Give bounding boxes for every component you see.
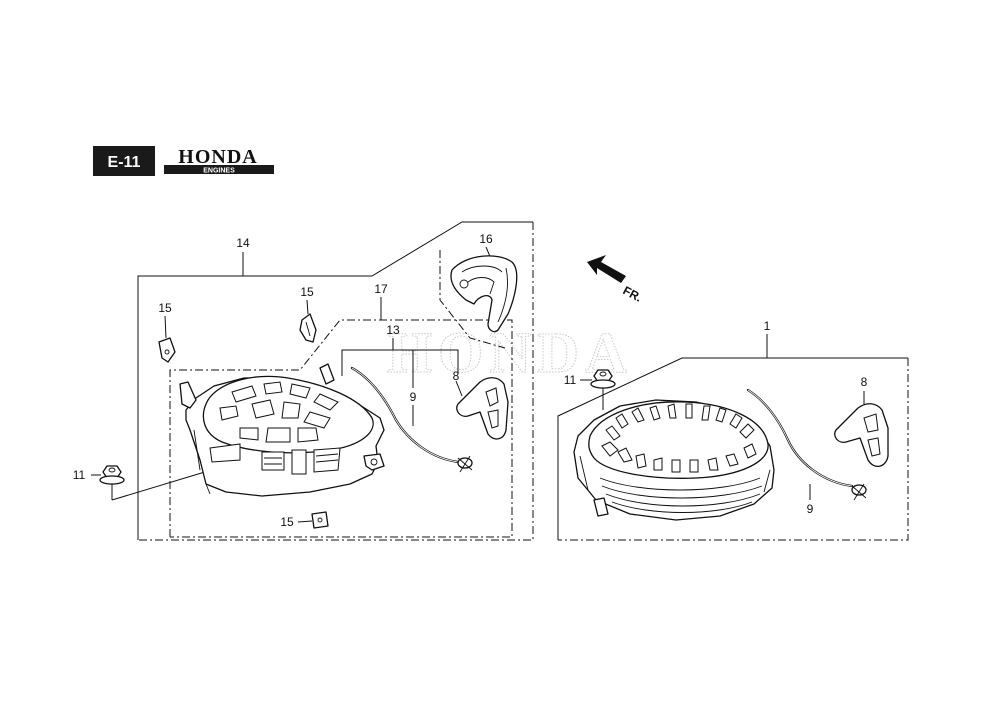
callout-13-bracket — [341, 349, 459, 376]
callout-11-right: 11 — [564, 373, 577, 387]
clip-15-top-left — [158, 337, 176, 363]
brand-sub: ENGINES — [203, 168, 235, 175]
brand-name: HONDA — [178, 146, 257, 168]
starter-grip-8-left — [456, 377, 509, 440]
callout-8-left: 8 — [453, 369, 460, 383]
callout-13: 13 — [386, 323, 400, 337]
assembly-14-frame — [137, 221, 533, 540]
assembly-1-frame-dashed — [558, 358, 909, 541]
callout-9-left: 9 — [410, 390, 417, 404]
callout-15-bottom: 15 — [280, 515, 294, 529]
callout-1: 1 — [764, 319, 771, 333]
flange-nut-11-right — [590, 369, 616, 389]
callout-15-top-left: 15 — [158, 301, 172, 315]
watermark-text: HONDA — [387, 320, 633, 385]
callout-11-left: 11 — [73, 468, 86, 482]
recoil-starter-housing-left — [179, 363, 385, 497]
section-badge: E-11 — [93, 146, 155, 176]
starter-rope-right — [746, 388, 867, 501]
callout-8-right: 8 — [861, 375, 868, 389]
section-code: E-11 — [108, 154, 141, 171]
flange-nut-11-left — [99, 465, 125, 485]
clip-15-top-middle — [299, 313, 317, 343]
assembly-17-frame — [169, 319, 513, 538]
callout-14: 14 — [236, 236, 250, 250]
starter-grip-guide — [450, 255, 518, 333]
callout-9-right: 9 — [807, 502, 814, 516]
starter-grip-8-right — [834, 403, 889, 467]
callout-17: 17 — [374, 282, 388, 296]
guide-16-frame — [439, 250, 506, 349]
front-direction-arrow: FR. — [587, 255, 644, 305]
starter-rope-left — [350, 366, 473, 473]
callout-15-top-middle: 15 — [300, 285, 314, 299]
clip-15-bottom — [311, 511, 329, 529]
front-label: FR. — [621, 283, 645, 304]
recoil-starter-housing-right — [573, 399, 775, 521]
assembly-1-frame — [557, 357, 908, 540]
callout-16: 16 — [479, 232, 493, 246]
assembly-14-frame-dashed — [138, 222, 534, 541]
honda-logo: HONDA ENGINES — [164, 146, 274, 175]
